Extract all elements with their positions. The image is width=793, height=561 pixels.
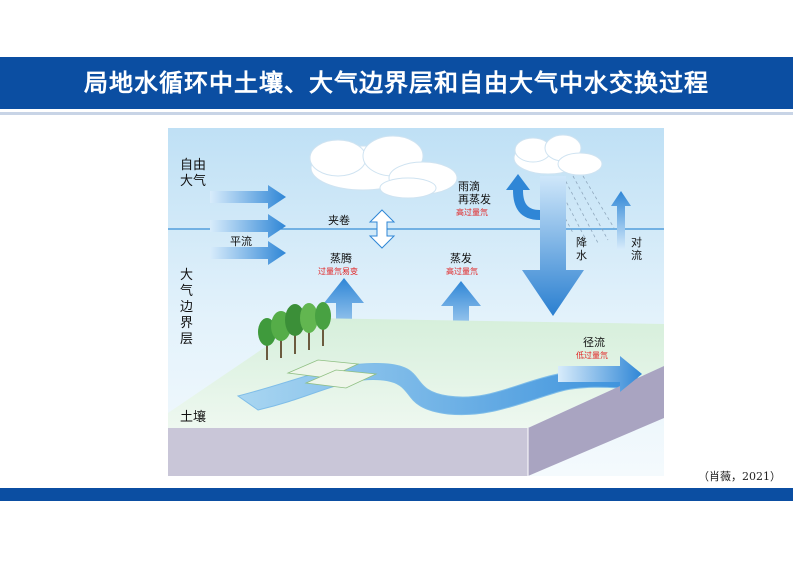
evaporation-arrow xyxy=(441,281,481,350)
bottom-banner xyxy=(0,488,793,501)
soil-label: 土壤 xyxy=(180,410,207,425)
convection-arrow xyxy=(611,191,631,250)
evaporation-label: 蒸发 xyxy=(450,252,472,265)
boundary-layer-label: 大 气 边 界 层 xyxy=(180,268,194,347)
re-evaporation-arrow xyxy=(506,174,540,220)
entrainment-arrow xyxy=(368,209,396,249)
forest xyxy=(258,302,331,360)
rain-reevaporation-label: 雨滴 再蒸发 xyxy=(458,180,491,206)
advection-label: 平流 xyxy=(230,235,252,248)
runoff-label: 径流 xyxy=(583,336,605,349)
soil-side xyxy=(528,366,664,476)
citation: （肖薇，2021） xyxy=(698,470,781,483)
title-banner: 局地水循环中土壤、大气边界层和自由大气中水交换过程 xyxy=(0,57,793,115)
cloud-center xyxy=(309,135,458,199)
water-cycle-diagram: 自由 大气 大 气 边 界 层 土壤 平流 夹卷 蒸腾 过量氘易变 蒸发 高过量… xyxy=(168,128,664,476)
free-atmosphere-label: 自由 大气 xyxy=(180,158,207,189)
convection-label: 对 流 xyxy=(631,236,642,262)
advection-arrows xyxy=(210,185,286,265)
transpiration-arrow xyxy=(324,278,364,353)
evaporation-note: 高过量氘 xyxy=(446,267,478,276)
rain-reevaporation-note: 高过量氘 xyxy=(456,208,488,217)
entrainment-label: 夹卷 xyxy=(328,214,350,227)
transpiration-label: 蒸腾 xyxy=(330,252,352,265)
transpiration-note: 过量氘易变 xyxy=(318,267,358,276)
diagram-graphic xyxy=(168,128,664,476)
runoff-note: 低过量氘 xyxy=(576,351,608,360)
runoff-arrow xyxy=(558,356,642,392)
precipitation-label: 降 水 xyxy=(576,236,587,262)
cloud-right xyxy=(513,134,603,176)
title-underline xyxy=(0,112,793,115)
crop-field xyxy=(286,359,378,389)
soil-front xyxy=(168,428,528,476)
precipitation-arrow xyxy=(522,176,584,316)
page-title: 局地水循环中土壤、大气边界层和自由大气中水交换过程 xyxy=(84,69,709,97)
